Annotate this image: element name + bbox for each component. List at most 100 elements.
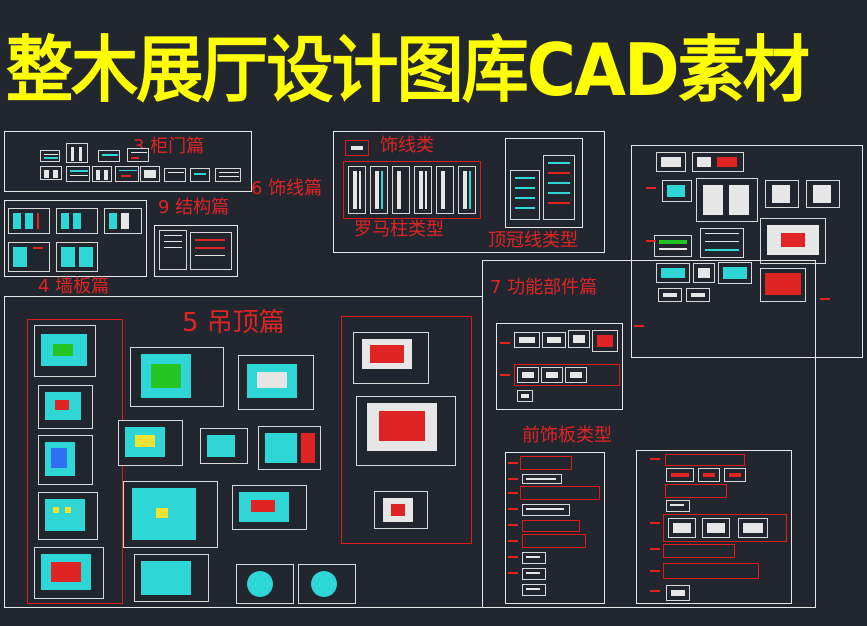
- front-panel-thumb[interactable]: [522, 584, 546, 596]
- ceiling-thumb[interactable]: [236, 564, 294, 604]
- detail-thumb[interactable]: [765, 180, 799, 208]
- wall-panel-frame[interactable]: [4, 200, 147, 277]
- wall-panel-thumb[interactable]: [104, 208, 142, 234]
- front-panel-thumb[interactable]: [522, 474, 562, 484]
- roman-column-thumb[interactable]: [414, 166, 432, 214]
- front-panel-row[interactable]: [520, 456, 572, 470]
- front-panel-frame-right[interactable]: [636, 450, 792, 604]
- detail-thumb[interactable]: [806, 180, 840, 208]
- ceiling-thumb[interactable]: [238, 355, 314, 410]
- detail-thumb[interactable]: [654, 235, 692, 257]
- details-frame[interactable]: [631, 145, 863, 358]
- roman-column-thumb[interactable]: [348, 166, 366, 214]
- structure-thumb[interactable]: [190, 232, 232, 270]
- wall-panel-thumb[interactable]: [56, 208, 98, 234]
- cabinet-thumb[interactable]: [164, 168, 186, 182]
- ceiling-thumb[interactable]: [258, 426, 321, 470]
- function-part-thumb[interactable]: [592, 330, 618, 352]
- cabinet-thumb[interactable]: [40, 166, 62, 180]
- detail-thumb[interactable]: [692, 152, 744, 172]
- ceiling-thumb[interactable]: [130, 347, 224, 407]
- ceiling-thumb[interactable]: [38, 492, 98, 540]
- cabinet-thumb[interactable]: [40, 150, 60, 162]
- function-parts-frame[interactable]: [482, 260, 816, 608]
- front-panel-thumb[interactable]: [522, 552, 546, 564]
- detail-thumb[interactable]: [760, 268, 806, 302]
- cabinet-thumb[interactable]: [115, 166, 139, 182]
- ceiling-right-group[interactable]: [341, 316, 472, 544]
- front-panel-thumb[interactable]: [702, 518, 730, 538]
- cabinet-thumb[interactable]: [140, 166, 160, 182]
- ceiling-thumb[interactable]: [38, 385, 93, 429]
- front-panel-thumb[interactable]: [666, 585, 690, 601]
- ceiling-thumb[interactable]: [134, 554, 209, 602]
- ceiling-thumb[interactable]: [123, 481, 218, 548]
- ceiling-thumb[interactable]: [374, 491, 428, 529]
- detail-thumb[interactable]: [696, 178, 758, 222]
- wall-panel-thumb[interactable]: [8, 208, 50, 234]
- function-part-row[interactable]: [514, 364, 620, 386]
- crown-molding-frame[interactable]: [505, 138, 583, 228]
- function-part-thumb[interactable]: [541, 367, 563, 383]
- front-panel-row[interactable]: [522, 520, 580, 532]
- wall-panel-thumb[interactable]: [56, 242, 98, 272]
- wall-panel-thumb[interactable]: [8, 242, 50, 272]
- front-panel-frame-left[interactable]: [505, 452, 605, 604]
- front-panel-row[interactable]: [520, 486, 600, 500]
- detail-thumb[interactable]: [693, 263, 715, 283]
- ceiling-thumb[interactable]: [356, 396, 456, 466]
- cabinet-thumb[interactable]: [190, 168, 210, 182]
- front-panel-thumb[interactable]: [666, 468, 694, 482]
- ceiling-thumb[interactable]: [38, 435, 93, 485]
- ceiling-thumb[interactable]: [298, 564, 356, 604]
- front-panel-row[interactable]: [663, 514, 787, 542]
- front-panel-thumb[interactable]: [738, 518, 768, 538]
- crown-molding-thumb[interactable]: [543, 155, 575, 220]
- ceiling-thumb[interactable]: [34, 325, 96, 377]
- function-part-thumb[interactable]: [517, 367, 539, 383]
- cabinet-thumb[interactable]: [127, 148, 149, 162]
- detail-thumb[interactable]: [656, 152, 686, 172]
- function-part-thumb[interactable]: [542, 332, 566, 348]
- molding-frame[interactable]: [333, 131, 605, 253]
- function-parts-group[interactable]: [496, 323, 623, 410]
- detail-thumb[interactable]: [760, 218, 826, 264]
- function-part-thumb[interactable]: [514, 332, 540, 348]
- front-panel-row[interactable]: [665, 484, 727, 498]
- front-panel-row[interactable]: [663, 563, 759, 579]
- crown-molding-thumb[interactable]: [510, 170, 540, 220]
- front-panel-row[interactable]: [522, 534, 586, 548]
- structure-frame[interactable]: [154, 225, 238, 277]
- roman-column-thumb[interactable]: [392, 166, 410, 214]
- detail-thumb[interactable]: [662, 180, 692, 202]
- front-panel-thumb[interactable]: [522, 504, 570, 516]
- structure-thumb[interactable]: [159, 230, 187, 270]
- front-panel-row[interactable]: [663, 544, 735, 558]
- ceiling-thumb[interactable]: [34, 547, 104, 599]
- cabinet-thumb[interactable]: [215, 168, 241, 182]
- cabinet-door-frame[interactable]: [4, 131, 252, 192]
- roman-column-thumb[interactable]: [436, 166, 454, 214]
- function-part-thumb[interactable]: [568, 330, 590, 348]
- cabinet-thumb[interactable]: [98, 150, 120, 162]
- detail-thumb[interactable]: [718, 262, 752, 284]
- front-panel-thumb[interactable]: [724, 468, 746, 482]
- ceiling-thumb[interactable]: [118, 420, 183, 466]
- roman-column-thumb[interactable]: [370, 166, 388, 214]
- front-panel-thumb[interactable]: [698, 468, 720, 482]
- detail-thumb[interactable]: [656, 263, 690, 283]
- detail-thumb[interactable]: [686, 288, 710, 302]
- roman-column-thumb[interactable]: [458, 166, 476, 214]
- front-panel-thumb[interactable]: [668, 518, 696, 538]
- front-panel-thumb[interactable]: [522, 568, 546, 580]
- cabinet-thumb[interactable]: [92, 166, 112, 182]
- front-panel-row[interactable]: [665, 454, 745, 466]
- function-part-thumb[interactable]: [565, 367, 587, 383]
- ceiling-thumb[interactable]: [353, 332, 429, 384]
- front-panel-thumb[interactable]: [666, 500, 690, 512]
- ceiling-thumb[interactable]: [200, 428, 248, 464]
- ceiling-thumb[interactable]: [232, 485, 307, 530]
- roman-column-group[interactable]: [343, 161, 481, 219]
- detail-thumb[interactable]: [700, 228, 744, 258]
- function-part-thumb[interactable]: [517, 390, 533, 402]
